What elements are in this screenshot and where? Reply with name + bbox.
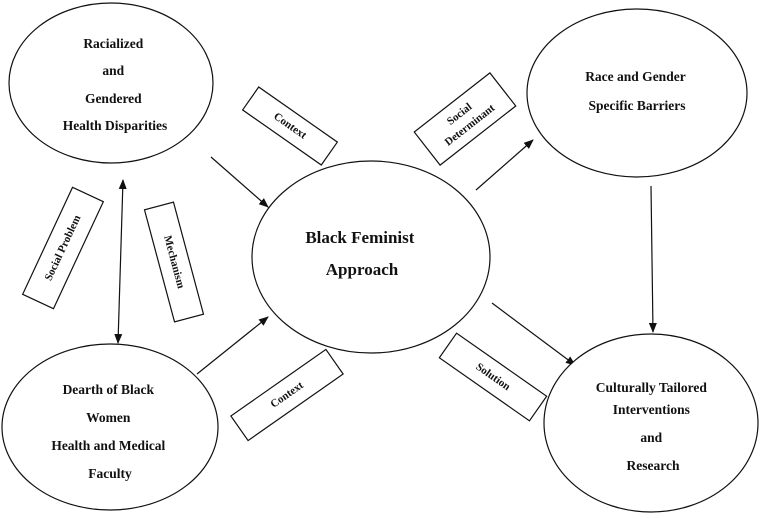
arrow-center-to-interventions bbox=[491, 302, 576, 366]
node-dearth-line-2: Women bbox=[86, 410, 131, 425]
arrow-center-to-barriers bbox=[475, 139, 534, 191]
node-interventions-line-2: Interventions bbox=[613, 402, 690, 417]
svg-text:Race and Gender Specific: Race and Gender Specific Barriers bbox=[585, 69, 689, 113]
label-solution: Solution bbox=[438, 332, 548, 422]
node-dearth-line-3: Health and Medical bbox=[51, 438, 165, 453]
node-black-feminist-approach: Black Feminist Approach bbox=[251, 160, 491, 354]
svg-text:Culturally Tailored Inte: Culturally Tailored Interventions and Re… bbox=[596, 380, 711, 473]
node-barriers-line-1: Race and Gender bbox=[585, 69, 686, 84]
node-center-line-1: Black Feminist bbox=[305, 228, 414, 247]
node-interventions-line-3: and bbox=[640, 430, 662, 445]
node-interventions-line-1: Culturally Tailored bbox=[596, 380, 708, 395]
arrow-racialized-to-center bbox=[210, 156, 269, 208]
node-culturally-tailored-interventions: Culturally Tailored Interventions and Re… bbox=[543, 333, 759, 513]
node-center-line-2: Approach bbox=[326, 260, 399, 279]
label-mechanism: Mechanism bbox=[143, 201, 205, 323]
node-racialized-line-3: Gendered bbox=[85, 91, 142, 106]
node-interventions-line-4: Research bbox=[627, 458, 680, 473]
node-barriers-line-2: Specific Barriers bbox=[588, 98, 685, 113]
node-race-gender-barriers: Race and Gender Specific Barriers bbox=[526, 8, 748, 178]
label-social-problem: Social Problem bbox=[21, 186, 105, 310]
node-racialized-line-1: Racialized bbox=[83, 36, 143, 51]
node-dearth-black-women-faculty: Dearth of Black Women Health and Medical… bbox=[1, 343, 219, 511]
node-racialized-health-disparities: Racialized and Gendered Health Dispariti… bbox=[8, 2, 214, 164]
node-dearth-line-4: Faculty bbox=[88, 466, 132, 481]
label-context-bottom: Context bbox=[230, 348, 344, 442]
node-racialized-line-4: Health Disparities bbox=[63, 118, 168, 133]
node-racialized-line-2: and bbox=[102, 63, 124, 78]
svg-text:Dearth of Black Women: Dearth of Black Women Health and Medical… bbox=[51, 382, 168, 481]
svg-text:Racialized and Gen: Racialized and Gendered Health Dispariti… bbox=[63, 36, 168, 133]
arrow-dearth-to-center bbox=[196, 316, 269, 375]
arrow-barriers-to-interventions bbox=[648, 185, 657, 333]
node-dearth-line-1: Dearth of Black bbox=[63, 382, 155, 397]
label-social-determinant: Social Determinant bbox=[413, 72, 517, 166]
arrow-racialized-dearth-bidirectional bbox=[114, 179, 127, 344]
svg-text:Black Feminist Approach: Black Feminist Approach bbox=[305, 228, 418, 279]
label-context-top: Context bbox=[241, 86, 339, 166]
